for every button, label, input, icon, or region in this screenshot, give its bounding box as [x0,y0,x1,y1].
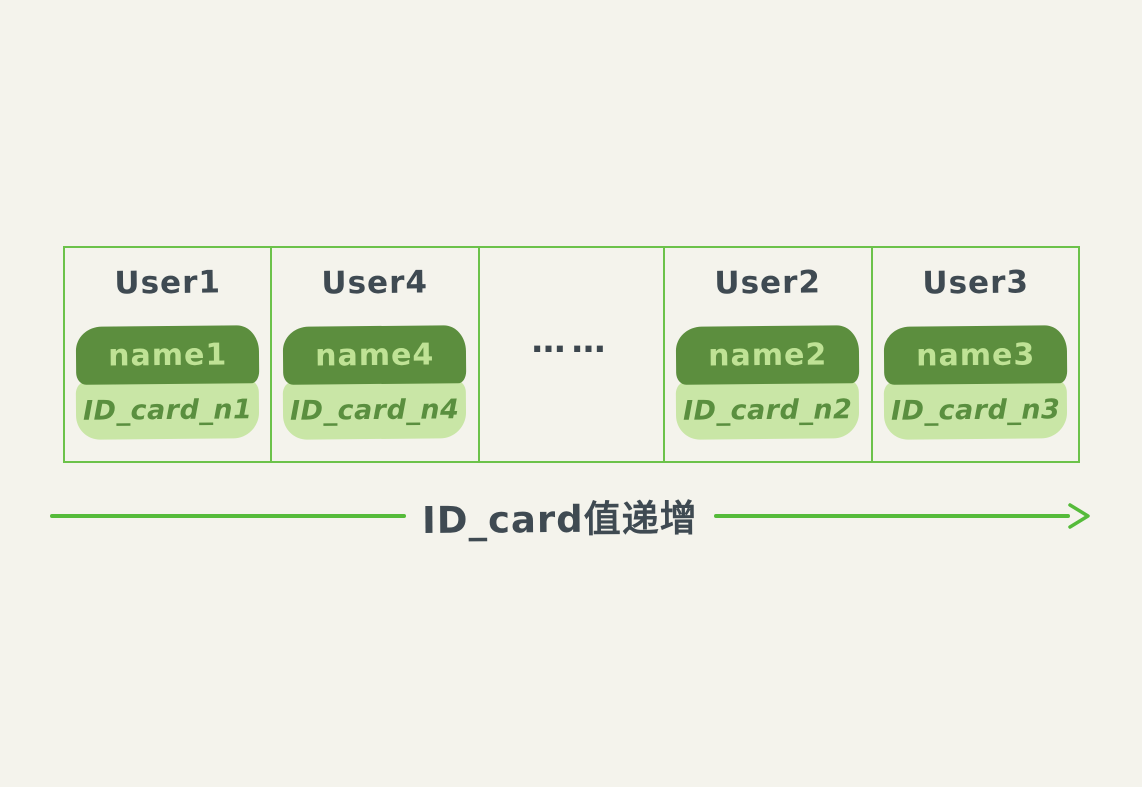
record-cell-user3: User3 name3 ID_card_n3 [873,248,1078,461]
id-card-badge: ID_card_n3 [883,380,1068,440]
record-title: User3 [921,264,1029,302]
name-badge: name4 [283,325,468,385]
name-badge: name1 [75,325,260,385]
id-card-label: ID_card_n1 [82,393,253,427]
arrow-head-icon [1068,503,1090,529]
arrow-label: ID_card值递增 [422,497,698,542]
record-title: User4 [321,264,429,302]
name-label: name3 [915,336,1036,374]
id-card-badge: ID_card_n1 [75,380,260,440]
ellipsis-cell: …… [480,248,666,461]
id-card-label: ID_card_n3 [890,393,1061,427]
record-cell-user4: User4 name4 ID_card_n4 [272,248,480,461]
arrow-line-left [50,514,407,518]
id-card-label: ID_card_n4 [290,393,460,427]
record-title: User1 [114,264,222,302]
name-label: name2 [708,336,828,374]
id-card-badge: ID_card_n2 [675,380,860,440]
name-label: name4 [315,336,435,374]
id-card-badge: ID_card_n4 [283,380,468,440]
id-card-increasing-arrow: ID_card值递增 [50,490,1092,542]
record-cell-user2: User2 name2 ID_card_n2 [665,248,873,461]
user-record-row: User1 name1 ID_card_n1 User4 name4 ID_ca… [63,246,1080,463]
name-label: name1 [108,336,228,374]
record-title: User2 [714,264,822,302]
arrow-line-right [713,514,1070,518]
record-cell-user1: User1 name1 ID_card_n1 [65,248,273,461]
name-badge: name2 [675,325,860,385]
id-card-label: ID_card_n2 [683,393,853,427]
name-badge: name3 [883,325,1068,385]
